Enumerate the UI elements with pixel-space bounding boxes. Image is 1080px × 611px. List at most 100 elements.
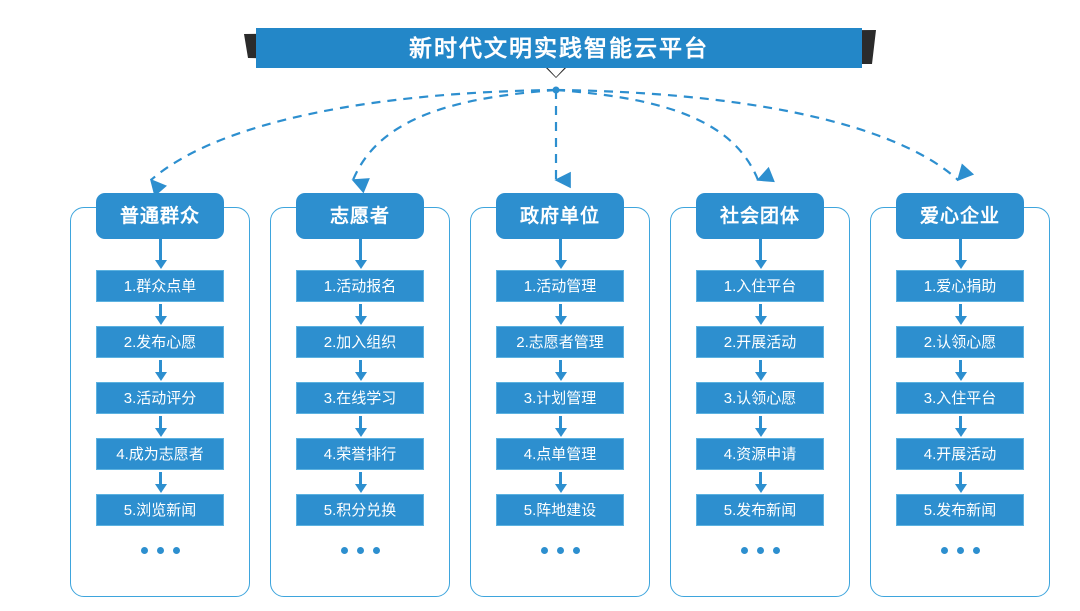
list-item[interactable]: 4.资源申请 (696, 438, 824, 470)
list-item[interactable]: 1.入住平台 (696, 270, 824, 302)
arrow-shaft (959, 304, 962, 318)
dot-icon (140, 546, 148, 554)
item-label: 5.发布新闻 (923, 501, 997, 519)
list-item[interactable]: 3.认领心愿 (696, 382, 824, 414)
step-arrow (753, 414, 767, 438)
arrow-shaft (359, 472, 362, 486)
arrow-shaft (159, 416, 162, 430)
dot-icon (972, 546, 980, 554)
more-items-ellipsis (696, 526, 824, 560)
list-item[interactable]: 5.浏览新闻 (96, 494, 224, 526)
list-item[interactable]: 4.成为志愿者 (96, 438, 224, 470)
arrow-shaft (959, 360, 962, 374)
role-header-3[interactable]: 社会团体 (696, 193, 824, 239)
connector-to-column-0 (149, 88, 557, 197)
arrow-head (354, 260, 367, 269)
item-label: 2.志愿者管理 (516, 333, 604, 351)
list-item[interactable]: 1.活动报名 (296, 270, 424, 302)
role-item-list: 1.入住平台 2.开展活动 3.认领心愿 4.资源申请 5.发布新闻 (670, 270, 850, 560)
arrow-head (354, 316, 367, 325)
list-item[interactable]: 1.群众点单 (96, 270, 224, 302)
platform-title-text: 新时代文明实践智能云平台 (409, 34, 709, 61)
list-item[interactable]: 4.开展活动 (896, 438, 1024, 470)
header-to-first-item-arrow (353, 239, 367, 270)
step-arrow (153, 302, 167, 326)
item-label: 2.开展活动 (723, 333, 797, 351)
arrow-shaft (159, 360, 162, 374)
dot-icon (756, 546, 764, 554)
step-arrow (353, 358, 367, 382)
step-arrow (353, 414, 367, 438)
step-arrow (553, 414, 567, 438)
role-column-shehuituanti: 社会团体 1.入住平台 2.开展活动 3.认领心愿 4.资源申请 5.发布新闻 (670, 193, 850, 597)
arrow-head (954, 316, 967, 325)
dot-icon (372, 546, 380, 554)
item-label: 3.入住平台 (923, 389, 997, 407)
arrow-head (154, 260, 167, 269)
list-item[interactable]: 5.阵地建设 (496, 494, 624, 526)
arrow-shaft (359, 239, 362, 261)
list-item[interactable]: 4.点单管理 (496, 438, 624, 470)
arrow-head (754, 428, 767, 437)
dot-icon (572, 546, 580, 554)
list-item[interactable]: 2.认领心愿 (896, 326, 1024, 358)
item-label: 2.发布心愿 (123, 333, 197, 351)
list-item[interactable]: 3.活动评分 (96, 382, 224, 414)
arrow-shaft (159, 472, 162, 486)
more-items-ellipsis (96, 526, 224, 560)
arrow-head (554, 372, 567, 381)
list-item[interactable]: 4.荣誉排行 (296, 438, 424, 470)
arrow-shaft (159, 304, 162, 318)
arrow-head (954, 428, 967, 437)
arrow-head (554, 316, 567, 325)
header-to-first-item-arrow (553, 239, 567, 270)
dot-icon (172, 546, 180, 554)
item-label: 5.浏览新闻 (123, 501, 197, 519)
dot-icon (156, 546, 164, 554)
arrow-shaft (559, 304, 562, 318)
item-label: 1.活动报名 (323, 277, 397, 295)
step-arrow (953, 302, 967, 326)
step-arrow (353, 302, 367, 326)
role-header-4[interactable]: 爱心企业 (896, 193, 1024, 239)
item-label: 3.在线学习 (323, 389, 397, 407)
list-item[interactable]: 2.加入组织 (296, 326, 424, 358)
arrow-head (154, 484, 167, 493)
item-label: 4.资源申请 (723, 445, 797, 463)
list-item[interactable]: 2.开展活动 (696, 326, 824, 358)
arrow-shaft (759, 304, 762, 318)
step-arrow (553, 358, 567, 382)
list-item[interactable]: 5.积分兑换 (296, 494, 424, 526)
list-item[interactable]: 3.计划管理 (496, 382, 624, 414)
dot-icon (340, 546, 348, 554)
arrow-head (154, 372, 167, 381)
arrow-head (954, 372, 967, 381)
arrow-shaft (359, 304, 362, 318)
role-header-2[interactable]: 政府单位 (496, 193, 624, 239)
item-label: 3.计划管理 (523, 389, 597, 407)
list-item[interactable]: 3.在线学习 (296, 382, 424, 414)
arrow-shaft (559, 239, 562, 261)
list-item[interactable]: 2.志愿者管理 (496, 326, 624, 358)
arrow-head (754, 484, 767, 493)
arrow-head (354, 372, 367, 381)
arrow-shaft (159, 239, 162, 261)
role-item-list: 1.活动管理 2.志愿者管理 3.计划管理 4.点单管理 5.阵地建设 (470, 270, 650, 560)
dot-icon (540, 546, 548, 554)
list-item[interactable]: 1.爱心捐助 (896, 270, 1024, 302)
arrow-shaft (559, 416, 562, 430)
connector-to-column-3 (555, 88, 775, 183)
role-header-0[interactable]: 普通群众 (96, 193, 224, 239)
arrow-head (754, 260, 767, 269)
role-header-1[interactable]: 志愿者 (296, 193, 424, 239)
dot-icon (940, 546, 948, 554)
item-label: 4.成为志愿者 (116, 445, 204, 463)
list-item[interactable]: 5.发布新闻 (896, 494, 1024, 526)
list-item[interactable]: 2.发布心愿 (96, 326, 224, 358)
role-column-putongqunzhong: 普通群众 1.群众点单 2.发布心愿 3.活动评分 4.成为志愿者 5.浏览新闻 (70, 193, 250, 597)
list-item[interactable]: 5.发布新闻 (696, 494, 824, 526)
list-item[interactable]: 3.入住平台 (896, 382, 1024, 414)
list-item[interactable]: 1.活动管理 (496, 270, 624, 302)
role-item-list: 1.爱心捐助 2.认领心愿 3.入住平台 4.开展活动 5.发布新闻 (870, 270, 1050, 560)
item-label: 4.点单管理 (523, 445, 597, 463)
